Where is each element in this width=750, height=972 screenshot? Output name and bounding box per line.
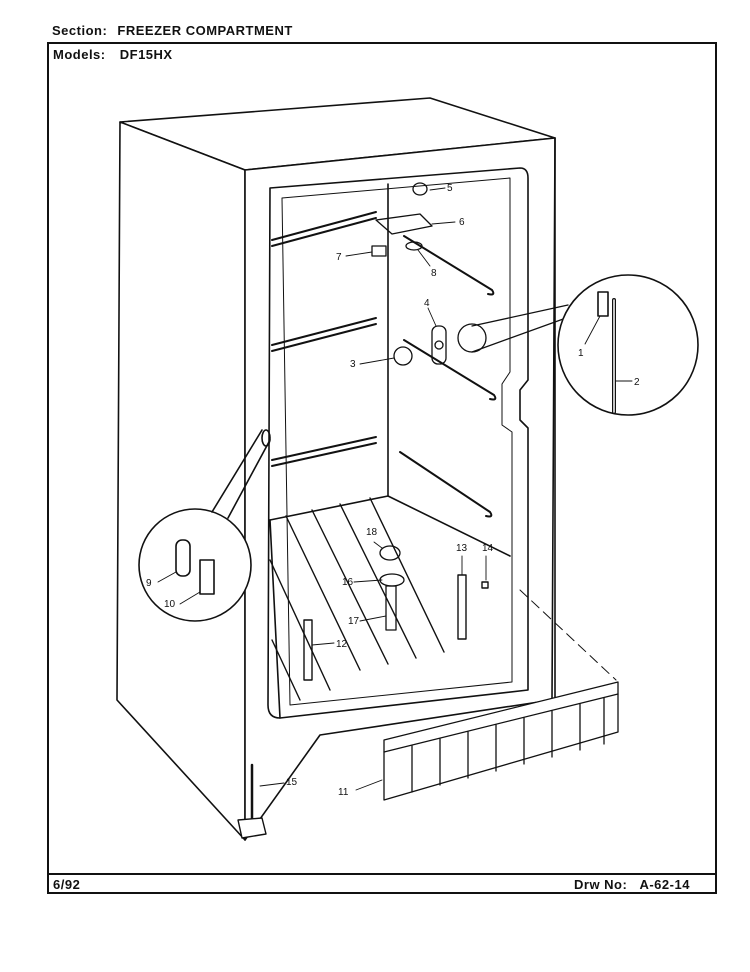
callout-1: 1 <box>578 348 584 359</box>
callout-4: 4 <box>424 298 430 309</box>
floor-rack <box>269 497 445 701</box>
diagram-frame <box>47 42 717 894</box>
drawing-number: Drw No: A-62-14 <box>574 877 690 892</box>
drawing-number-value: A-62-14 <box>639 877 690 892</box>
callout-10: 10 <box>164 599 176 610</box>
inner-liner <box>267 167 529 719</box>
callout-16: 16 <box>342 577 354 588</box>
leader-lines <box>157 187 633 791</box>
shelf-rails <box>271 211 497 518</box>
models-heading: Models: DF15HX <box>53 47 173 62</box>
models-value: DF15HX <box>119 47 173 62</box>
revision-date: 6/92 <box>53 877 81 892</box>
drawing-label: Drw No: <box>574 877 628 892</box>
callout-2: 2 <box>634 377 640 388</box>
callout-3: 3 <box>350 359 356 370</box>
callout-12: 12 <box>336 639 348 650</box>
callout-7: 7 <box>336 252 342 263</box>
callout-14: 14 <box>482 543 494 554</box>
footer-divider <box>47 873 717 875</box>
callout-11: 11 <box>338 787 349 798</box>
callout-numbers: 5 6 7 8 4 3 1 2 9 10 18 16 17 12 13 14 1… <box>146 183 640 798</box>
upper-parts <box>371 182 569 366</box>
leveling-leg <box>237 763 267 839</box>
callout-17: 17 <box>348 616 360 627</box>
callout-5: 5 <box>447 183 453 194</box>
detail-circle-thermostat <box>557 274 699 416</box>
callout-18: 18 <box>366 527 378 538</box>
section-value: FREEZER COMPARTMENT <box>117 23 293 38</box>
callout-6: 6 <box>459 217 465 228</box>
base-grille <box>383 589 619 801</box>
section-label: Section: <box>52 23 108 38</box>
detail-circle-lock <box>138 429 271 622</box>
callout-9: 9 <box>146 578 152 589</box>
section-heading: Section: FREEZER COMPARTMENT <box>52 23 293 38</box>
models-label: Models: <box>53 47 106 62</box>
callout-8: 8 <box>431 268 437 279</box>
callout-15: 15 <box>286 777 298 788</box>
callout-13: 13 <box>456 543 468 554</box>
